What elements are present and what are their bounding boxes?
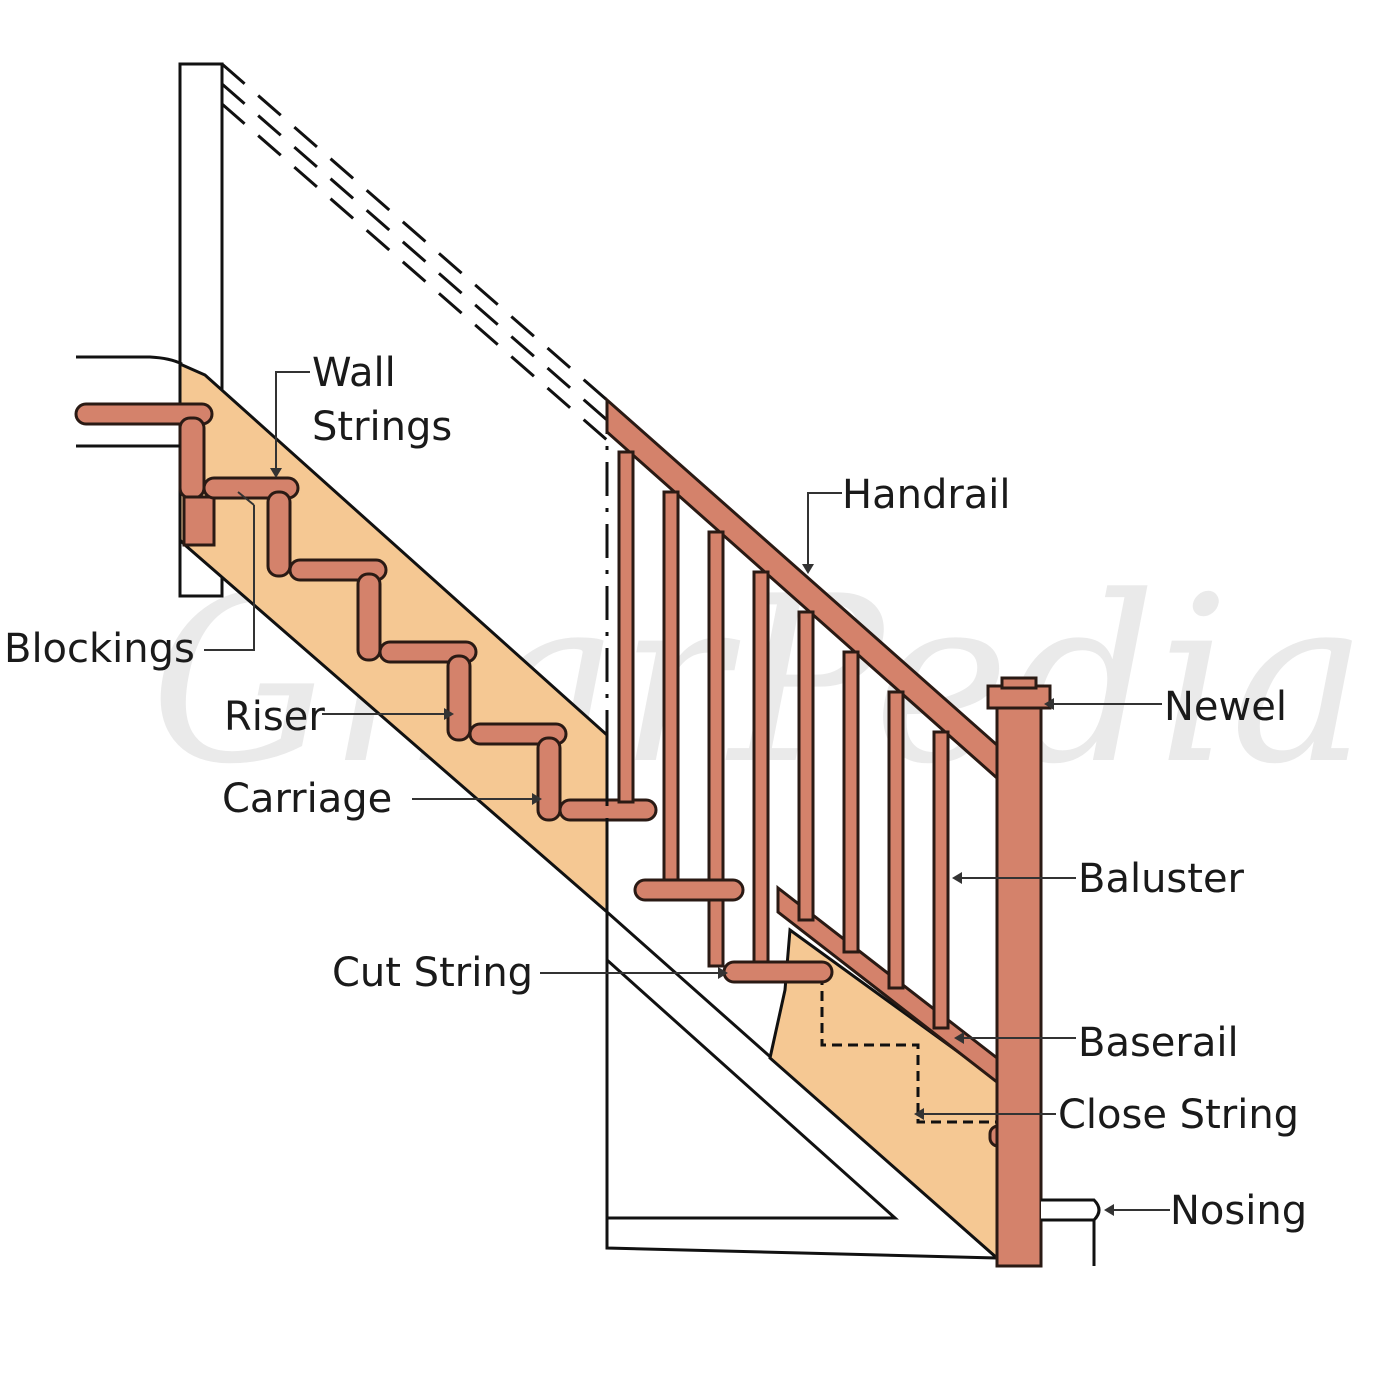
lower-frame-inner — [605, 958, 899, 1220]
label-wall-strings-1: Wall — [312, 350, 396, 396]
label-cut-string: Cut String — [332, 950, 533, 996]
label-nosing: Nosing — [1170, 1188, 1307, 1234]
label-blockings: Blockings — [4, 626, 195, 672]
label-riser: Riser — [224, 694, 325, 740]
upper-steps — [74, 402, 658, 822]
label-leaders — [204, 371, 1170, 1216]
label-close-string: Close String — [1058, 1092, 1299, 1138]
label-wall-strings-2: Strings — [312, 404, 452, 450]
lower-treads — [633, 878, 1014, 1148]
label-newel: Newel — [1164, 684, 1287, 730]
label-carriage: Carriage — [222, 776, 392, 822]
upper-floor-edge — [76, 355, 183, 366]
upper-handrail-lines — [221, 62, 608, 442]
label-baluster: Baluster — [1078, 856, 1245, 902]
label-baserail: Baserail — [1078, 1020, 1239, 1066]
bottom-nosing — [1041, 1198, 1101, 1222]
newel-post — [986, 676, 1052, 1268]
label-handrail: Handrail — [842, 472, 1011, 518]
